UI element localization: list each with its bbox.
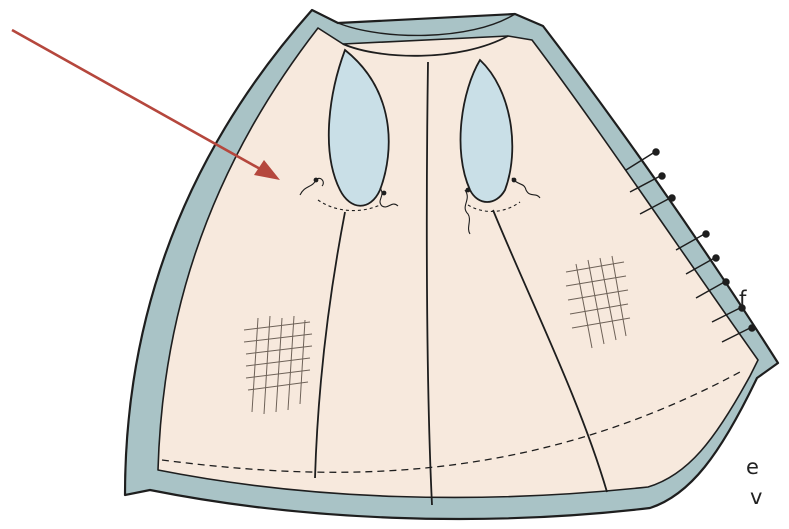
right-knot-dot (512, 178, 517, 183)
left-knot-dot (314, 178, 319, 183)
left-inner-knot-dot (382, 191, 387, 196)
right-inner-knot-dot (466, 188, 471, 193)
